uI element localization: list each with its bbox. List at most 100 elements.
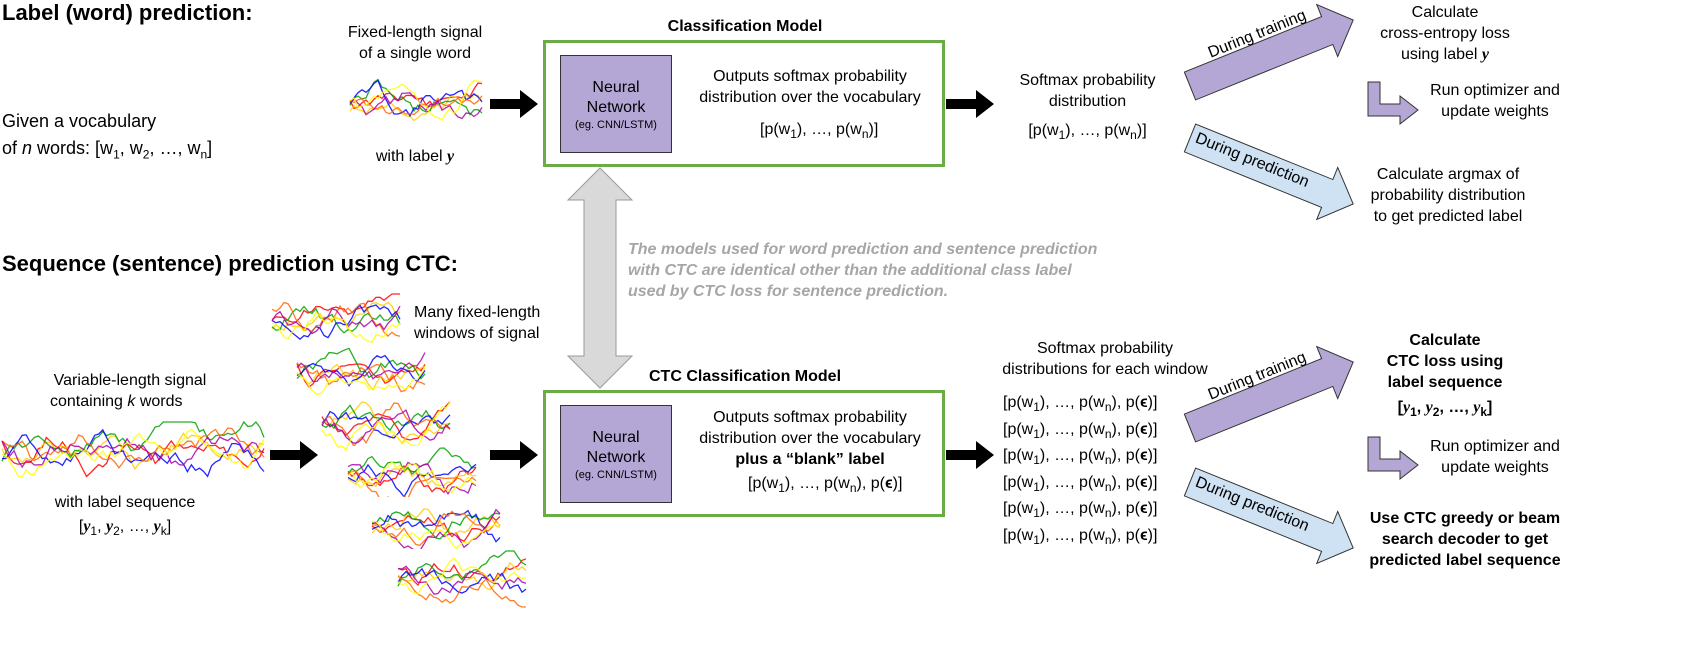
signal-trace: [1, 436, 265, 478]
signal-trace: [271, 304, 401, 340]
bottom-heading: Sequence (sentence) prediction using CTC…: [2, 251, 458, 276]
signal-trace: [271, 305, 401, 335]
prob-vector-bottom: [p(w1), …, p(wn), p(ϵ)]: [748, 475, 903, 496]
ctc-softmax-line-1: Softmax probability: [1036, 340, 1174, 357]
signal-caption-line-2: of a single word: [358, 45, 472, 62]
signal-trace: [347, 463, 477, 498]
optim-top-line-1: Run optimizer and: [1430, 82, 1560, 99]
ctc-train-line-2: CTC loss using: [1386, 353, 1504, 370]
signal-trace: [1, 428, 265, 478]
arrow-signal-to-model-top: [490, 90, 538, 118]
training-arrow-top: [1183, 3, 1354, 101]
signal-trace: [349, 79, 483, 118]
arrow-model-to-softmax-top: [946, 90, 994, 118]
note-line-3: used by CTC loss for sentence prediction…: [628, 283, 949, 300]
signal-trace: [349, 80, 483, 122]
window-vector: [p(w1), …, p(wn), p(ϵ)]: [1003, 420, 1158, 441]
signal-trace: [347, 470, 477, 506]
signal-trace: [349, 92, 483, 120]
nn-sub: (eg. CNN/LSTM): [575, 119, 657, 131]
windows-line-2: windows of signal: [414, 325, 540, 342]
train-top-line-3: using label y: [1400, 46, 1490, 63]
nn-label-2: Network: [586, 99, 646, 116]
arrow-windows-to-model-bottom: [490, 441, 538, 469]
signal-caption-line-1: Fixed-length signal: [347, 24, 483, 41]
window-vector: [p(w1), …, p(wn), p(ϵ)]: [1003, 526, 1158, 547]
signal-trace: [296, 367, 426, 396]
neural-network-top: Neural Network (eg. CNN/LSTM): [560, 55, 672, 153]
signal-trace: [347, 460, 477, 494]
signal-trace: [397, 567, 527, 594]
signal-trace: [397, 575, 526, 608]
signal-trace: [271, 301, 401, 331]
signal-trace: [371, 509, 501, 543]
ctc-train-line-3: label sequence: [1387, 374, 1503, 391]
neural-network-bottom: Neural Network (eg. CNN/LSTM): [560, 405, 672, 503]
outputs-line-1: Outputs softmax probability: [713, 68, 907, 85]
signal-trace: [296, 352, 426, 383]
pred-top-line-3: to get predicted label: [1373, 208, 1523, 225]
signal-trace: [296, 347, 426, 380]
training-arrow-bottom: [1183, 345, 1354, 443]
var-line-1: Variable-length signal: [53, 372, 207, 389]
prediction-arrow-top: [1183, 123, 1354, 221]
optimizer-arrow-top: [1367, 81, 1419, 126]
optimizer-arrow-bottom: [1367, 436, 1419, 481]
train-top-line-2: cross-entropy loss: [1380, 25, 1510, 42]
seq-label-line-1: with label sequence: [54, 494, 196, 511]
ctc-softmax-line-2: distributions for each window: [1002, 361, 1208, 378]
softmax-line-1: Softmax probability: [1019, 72, 1156, 89]
nn-bottom-label-2: Network: [586, 449, 646, 466]
ctc-train-line-4: [y1, y2, …, yk]: [1397, 399, 1493, 420]
nn-bottom-label-1: Neural: [592, 429, 640, 446]
ctc-pred-line-2: search decoder to get: [1381, 531, 1549, 548]
signal-trace: [397, 550, 527, 587]
window-vector: [p(w1), …, p(wn), p(ϵ)]: [1003, 500, 1158, 521]
ctc-train-line-1: Calculate: [1409, 332, 1481, 349]
pred-top-line-1: Calculate argmax of: [1376, 166, 1520, 183]
signal-trace: [371, 520, 501, 550]
signal-trace: [321, 410, 451, 439]
ctc-pred-line-1: Use CTC greedy or beam: [1369, 510, 1561, 527]
window-vector: [p(w1), …, p(wn), p(ϵ)]: [1003, 447, 1158, 468]
signal-trace: [347, 447, 477, 475]
classification-model-title: Classification Model: [667, 18, 823, 35]
ctc-outputs-line-1: Outputs softmax probability: [713, 409, 907, 426]
vocab-line-1: Given a vocabulary: [2, 111, 157, 131]
signal-trace: [296, 362, 426, 393]
signal-frame: [2, 420, 264, 488]
ctc-outputs-line-2: distribution over the vocabulary: [699, 430, 921, 447]
top-heading: Label (word) prediction:: [2, 0, 253, 25]
prediction-arrow-bottom: [1183, 467, 1354, 565]
signal-trace: [1, 435, 265, 469]
signal-trace: [371, 510, 501, 546]
signal-trace: [349, 95, 483, 116]
signal-trace: [397, 557, 527, 596]
arrow-model-to-softmax-bottom: [946, 441, 994, 469]
vocab-line-2: of n words: [w1, w2, …, wn]: [2, 138, 213, 162]
signal-trace: [371, 508, 501, 552]
signal-trace: [271, 293, 400, 323]
signal-trace: [321, 401, 451, 452]
outputs-line-2: distribution over the vocabulary: [699, 89, 921, 106]
softmax-line-2: distribution: [1048, 93, 1127, 110]
ctc-optim-line-1: Run optimizer and: [1430, 438, 1560, 455]
nn-label-1: Neural: [592, 79, 640, 96]
ctc-model-title: CTC Classification Model: [648, 368, 842, 385]
signal-trace: [296, 354, 426, 387]
signal-waves: [1, 74, 527, 609]
double-arrow: [566, 167, 634, 389]
signal-trace: [296, 363, 426, 388]
optim-top-line-2: update weights: [1441, 103, 1549, 120]
ctc-pred-line-3: predicted label sequence: [1369, 552, 1561, 569]
signal-trace: [1, 427, 265, 469]
windows-line-1: Many fixed-length: [414, 304, 541, 321]
seq-label-line-2: [y1, y2, …, yk]: [78, 518, 172, 539]
ctc-outputs-line-3: plus a “blank” label: [735, 451, 885, 468]
signal-label: with label y: [375, 148, 455, 165]
train-top-line-1: Calculate: [1411, 4, 1479, 21]
arrow-signal-to-windows: [270, 441, 318, 469]
softmax-vector-top: [p(w1), …, p(wn)]: [1028, 122, 1147, 143]
signal-trace: [321, 404, 451, 432]
